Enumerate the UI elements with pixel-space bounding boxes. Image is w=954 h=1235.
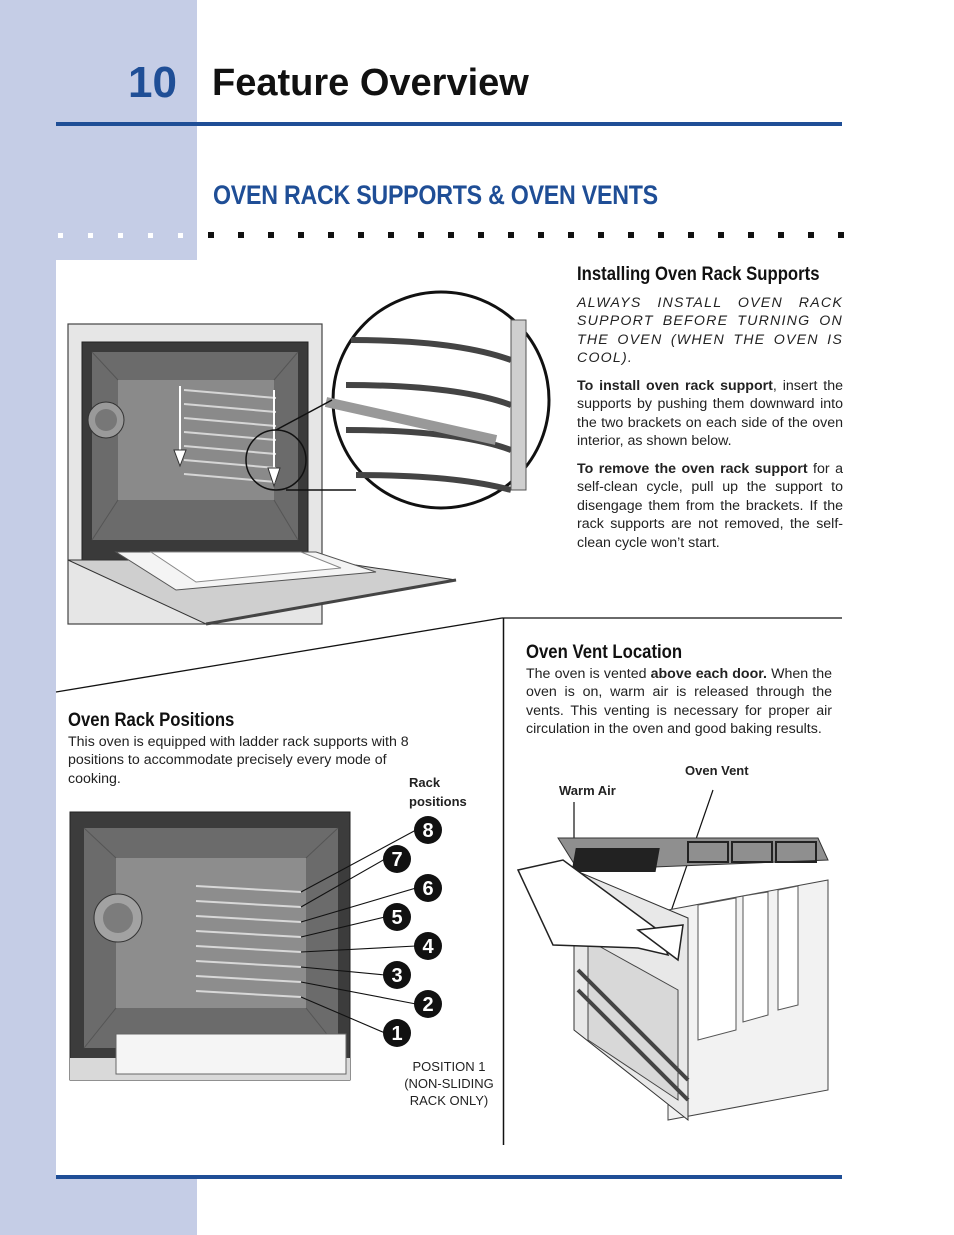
rack-position-badge [414,874,442,902]
divider-dot [268,232,274,238]
vent-text-bold: above each door. [650,665,767,682]
divider-dot [118,233,123,238]
divider-dot [328,232,334,238]
oven-rack-support-illustration [67,290,551,626]
rack-connector-line [300,858,386,908]
divider-dot [688,232,694,238]
rack-positions-section: Oven Rack Positions This oven is equippe… [68,710,438,788]
rack-position-number: 1 [391,1023,402,1045]
rack-position-badge [414,990,442,1018]
rack-position-badge [383,1019,411,1047]
warm-air-label: Warm Air [559,783,616,798]
divider-dot [598,232,604,238]
footer-rule [56,1175,842,1179]
divider-dot [388,232,394,238]
rack-line [195,960,302,968]
rack-connector-line [300,916,386,938]
rack-line [195,885,302,893]
install-text: , insert the supports by pushing them do… [577,377,843,450]
divider-dot [628,232,634,238]
divider-dot [478,232,484,238]
position1-line1: POSITION 1 [412,1059,486,1074]
divider-dot [358,232,364,238]
vent-text-after: When the oven is on, warm air is release… [526,665,833,738]
divider-dot [418,232,424,238]
page-title: Feature Overview [212,62,529,104]
divider-dot [538,232,544,238]
range-vent-illustration [516,789,829,1122]
vent-text-before: The oven is vented [526,665,651,682]
rack-position-badge [414,816,442,844]
divider-dot [58,233,63,238]
rack-position-badge [383,961,411,989]
rack-position-badge [414,932,442,960]
rack-positions-heading: Oven Rack Positions [68,710,235,731]
rack-connector-line [300,829,417,893]
vent-text: The oven is vented above each door. When… [526,665,832,739]
rack-position-number: 2 [422,994,433,1016]
rack-line [195,975,302,983]
divider-dot [88,233,93,238]
install-bold: To install oven rack support [577,377,773,394]
divider-dot [568,232,574,238]
rack-position-number: 8 [422,820,433,842]
divider-dot [808,232,814,238]
rack-position-number: 7 [391,849,402,871]
oven-vent-label: Oven Vent [685,763,749,778]
divider-dot [298,232,304,238]
rack-position-number: 4 [422,936,434,958]
divider-dot [748,232,754,238]
remove-instructions: To remove the oven rack support for a se… [577,460,843,553]
divider-dot [718,232,724,238]
page-number: 10 [128,58,177,107]
remove-bold: To remove the oven rack support [577,460,808,477]
rack-line [195,945,302,953]
rack-connector-line [300,996,386,1034]
position1-line3: RACK ONLY) [409,1093,489,1108]
divider-dot [508,232,514,238]
rack-position-badge [383,845,411,873]
vent-heading: Oven Vent Location [526,642,683,663]
rack-label-line2: positions [409,794,467,809]
vent-section: Oven Vent Location The oven is vented ab… [526,642,832,739]
section-title: OVEN RACK SUPPORTS & OVEN VENTS [213,180,658,210]
divider-dot [658,232,664,238]
rack-line [195,915,302,923]
divider-dot [448,232,454,238]
installing-warning: ALWAYS INSTALL OVEN RACK SUPPORT BEFORE … [577,294,843,367]
rack-line [195,900,302,908]
install-instructions: To install oven rack support, insert the… [577,377,843,451]
installing-heading: Installing Oven Rack Supports [577,264,820,285]
rack-positions-label: Rack positions [409,773,467,811]
rack-connector-line [300,966,386,976]
divider-dot [148,233,153,238]
position-1-note: POSITION 1 (NON-SLIDING RACK ONLY) [398,1058,500,1109]
remove-text: for a self-clean cycle, pull up the supp… [577,460,843,551]
dotted-divider [58,232,844,238]
rack-position-badge [383,903,411,931]
header-rule [56,122,842,126]
rack-position-number: 5 [391,907,402,929]
divider-dot [208,232,214,238]
divider-dot [178,233,183,238]
rack-position-number: 3 [391,965,402,987]
rack-line [195,930,302,938]
divider-dot [838,232,844,238]
divider-dot [238,232,244,238]
rack-connector-line [300,945,417,953]
rack-label-line1: Rack [409,775,441,790]
installing-section: Installing Oven Rack Supports ALWAYS INS… [577,264,843,561]
rack-positions-text: This oven is equipped with ladder rack s… [68,733,409,787]
position1-line2: (NON-SLIDING [404,1076,494,1091]
rack-line [195,990,302,998]
rack-connector-line [300,981,417,1005]
rack-connector-line [300,887,417,923]
divider-dot [778,232,784,238]
rack-position-number: 6 [422,878,433,900]
